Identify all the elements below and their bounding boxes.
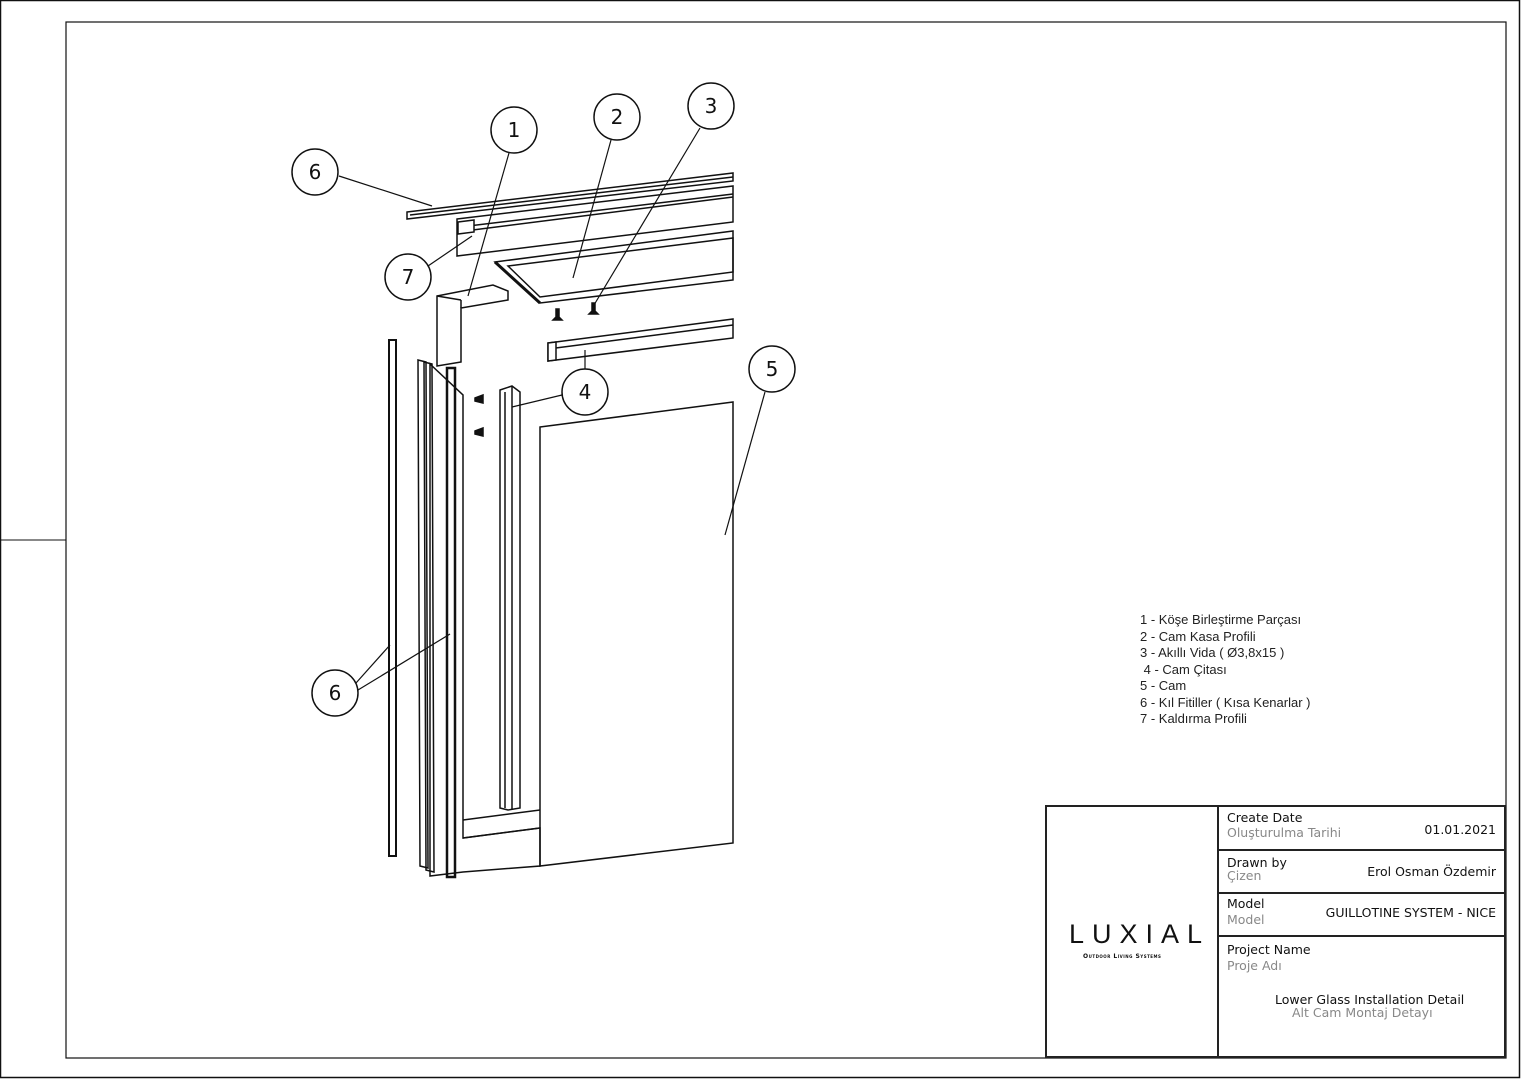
part-2-glass-frame-profile <box>493 230 734 305</box>
part-7-lifting-profile <box>456 185 734 257</box>
legend-item: 6 - Kıl Fitiller ( Kısa Kenarlar ) <box>1140 694 1311 710</box>
callout-6-top <box>291 148 339 196</box>
legend-item: 5 - Cam <box>1140 678 1187 693</box>
callout-7 <box>384 253 432 301</box>
drawn-by-value: Erol Osman Özdemir <box>1367 864 1496 879</box>
model-value: GUILLOTINE SYSTEM - NICE <box>1325 905 1496 920</box>
drawn-by-label-tr: Çizen <box>1227 868 1262 883</box>
legend-item: 1 - Köşe Birleştirme Parçası <box>1140 612 1302 627</box>
parts-legend: 1 - Köşe Birleştirme Parçası 2 - Cam Kas… <box>1140 612 1311 728</box>
callout-2 <box>593 93 641 141</box>
drawn-by-label: Drawn by <box>1227 855 1287 870</box>
legend-item: 7 - Kaldırma Profili <box>1140 711 1247 726</box>
legend-item: 2 - Cam Kasa Profili <box>1140 628 1256 644</box>
leader-lines <box>338 127 766 691</box>
logo-tagline: Outdoor Living Systems <box>1083 953 1162 960</box>
create-date-label-tr: Oluşturulma Tarihi <box>1227 825 1342 840</box>
callout-5-number: 5 <box>766 357 779 381</box>
callout-1-number: 1 <box>508 118 521 142</box>
part-4-vertical-bead <box>499 385 521 811</box>
callout-4-number: 4 <box>579 380 592 404</box>
project-label-tr: Proje Adı <box>1227 958 1282 973</box>
project-name: Lower Glass Installation Detail <box>1275 992 1465 1007</box>
create-date-value: 01.01.2021 <box>1424 822 1496 837</box>
model-row: Model Model GUILLOTINE SYSTEM - NICE <box>1217 894 1504 937</box>
model-label-tr: Model <box>1227 912 1265 927</box>
create-date-row: Create Date Oluşturulma Tarihi 01.01.202… <box>1217 807 1504 851</box>
model-label: Model <box>1227 896 1265 911</box>
create-date-label: Create Date <box>1227 810 1303 825</box>
callout-6-side <box>311 669 359 717</box>
part-4-horizontal-bead <box>547 318 734 362</box>
callout-5 <box>748 345 796 393</box>
legend-item: 4 - Cam Çitası <box>1140 661 1227 677</box>
callout-2-number: 2 <box>611 105 624 129</box>
title-block: LUXIAL Outdoor Living Systems Create Dat… <box>1045 805 1506 1058</box>
callout-3 <box>687 82 735 130</box>
part-1-corner-joint <box>436 284 509 367</box>
callout-6-number: 6 <box>309 160 322 184</box>
company-logo: LUXIAL Outdoor Living Systems <box>1047 807 1219 1056</box>
callout-1 <box>490 106 538 154</box>
part-6-top-brush-strip <box>406 172 734 220</box>
callout-6-side-number: 6 <box>329 681 342 705</box>
callout-4 <box>561 368 609 416</box>
project-row: Project Name Proje Adı Lower Glass Insta… <box>1217 937 1504 1056</box>
part-5-glass <box>539 401 734 867</box>
logo-wordmark: LUXIAL <box>1069 919 1211 949</box>
drawn-by-row: Drawn by Çizen Erol Osman Özdemir <box>1217 851 1504 894</box>
callout-7-number: 7 <box>402 265 415 289</box>
part-6-vertical-brush-strips <box>388 339 457 879</box>
project-name-tr: Alt Cam Montaj Detayı <box>1292 1005 1433 1020</box>
callout-3-number: 3 <box>705 94 718 118</box>
project-label: Project Name <box>1227 942 1311 957</box>
legend-item: 3 - Akıllı Vida ( Ø3,8x15 ) <box>1140 645 1285 660</box>
